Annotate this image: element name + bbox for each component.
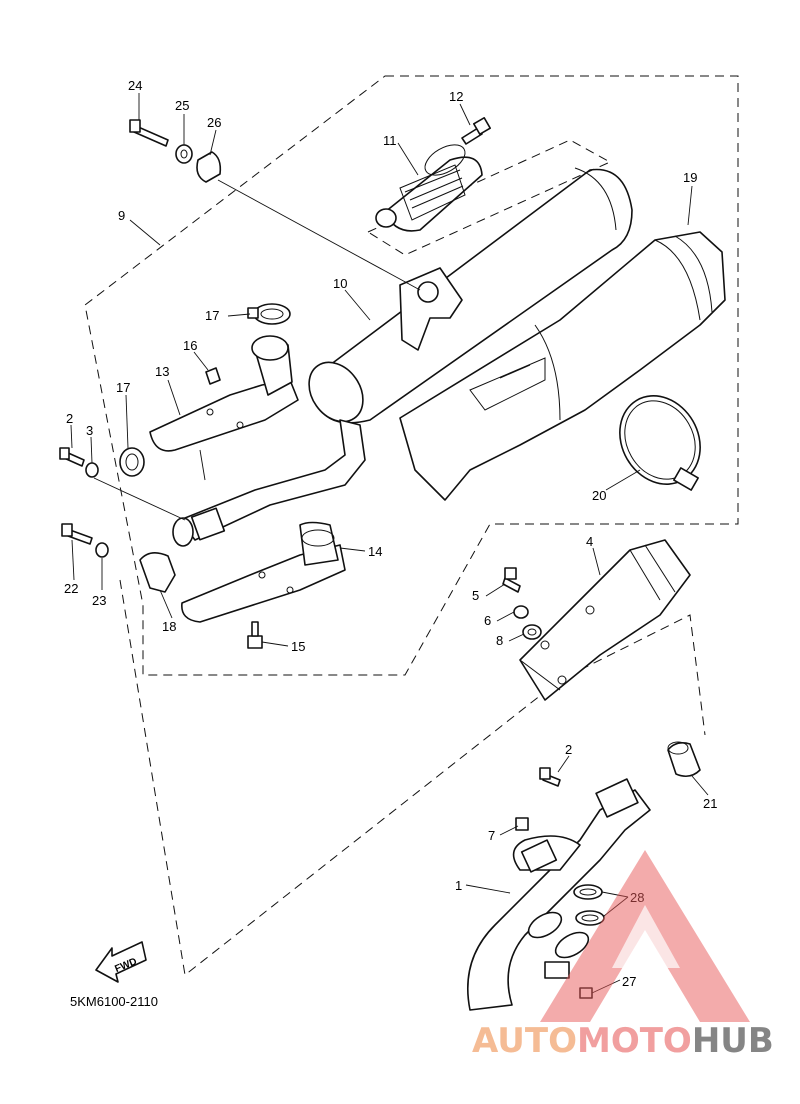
bolt-2-lower-part xyxy=(539,767,561,787)
callout-labels: 24 25 26 12 11 19 9 10 17 16 13 17 2 3 1… xyxy=(64,78,717,989)
clamp-17-top-part xyxy=(247,303,291,325)
washer-3-part xyxy=(85,462,99,478)
watermark-triangle-icon xyxy=(540,850,750,1022)
callout-21: 21 xyxy=(703,796,717,811)
pipe-protector-14-part xyxy=(181,521,346,623)
watermark-text: AUTOMOTOHUB xyxy=(472,1021,774,1061)
watermark: AUTOMOTOHUB xyxy=(472,850,774,1061)
callout-11: 11 xyxy=(383,133,397,148)
tail-cover-part xyxy=(399,231,726,501)
bolt-2-upper-part xyxy=(59,447,85,467)
bolt-7-part xyxy=(515,817,529,831)
clamp-17-left-part xyxy=(119,447,145,477)
washer-25-part xyxy=(175,144,193,164)
washer-23-part xyxy=(95,542,109,558)
collar-26-part xyxy=(196,151,222,183)
callout-25: 25 xyxy=(175,98,189,113)
callout-19: 19 xyxy=(683,170,697,185)
gasket-28-part xyxy=(573,884,605,926)
bolt-15-part xyxy=(247,621,263,649)
callout-18: 18 xyxy=(162,619,176,634)
pipe-protector-13-part xyxy=(149,335,299,452)
muffler-pipe-part xyxy=(172,419,366,547)
callout-6: 6 xyxy=(484,613,491,628)
callout-13: 13 xyxy=(155,364,169,379)
callout-16: 16 xyxy=(183,338,197,353)
spark-arrester-part xyxy=(366,139,612,256)
callout-7: 7 xyxy=(488,828,495,843)
washer-6-part xyxy=(513,605,529,619)
callout-2-lower: 2 xyxy=(565,742,572,757)
callout-23: 23 xyxy=(92,593,106,608)
bracket-18-part xyxy=(139,552,176,593)
catalog-code: 5KM6100-2110 xyxy=(70,994,158,1009)
callout-2-upper: 2 xyxy=(66,411,73,426)
heat-guard-4-part xyxy=(519,539,691,701)
callout-20: 20 xyxy=(592,488,606,503)
callout-22: 22 xyxy=(64,581,78,596)
dashed-assembly-outline-muffler xyxy=(84,75,739,676)
callout-17-left: 17 xyxy=(116,380,130,395)
callout-8: 8 xyxy=(496,633,503,648)
bolt-22-part xyxy=(61,523,93,545)
clamp-20-part xyxy=(619,395,701,491)
callout-17-top: 17 xyxy=(205,308,219,323)
callout-12: 12 xyxy=(449,89,463,104)
muffler-body-part xyxy=(308,167,633,424)
callout-4: 4 xyxy=(586,534,593,549)
nut-16-part xyxy=(205,367,221,385)
callout-3: 3 xyxy=(86,423,93,438)
callout-27: 27 xyxy=(622,974,636,989)
callout-9: 9 xyxy=(118,208,125,223)
callout-10: 10 xyxy=(333,276,347,291)
callout-26: 26 xyxy=(207,115,221,130)
callout-1: 1 xyxy=(455,878,462,893)
exhaust-pipe-1-part xyxy=(467,778,651,1011)
callout-14: 14 xyxy=(368,544,382,559)
fwd-arrow-icon: FWD xyxy=(95,941,147,983)
callout-15: 15 xyxy=(291,639,305,654)
bolt-12-part xyxy=(461,117,491,145)
gasket-21-part xyxy=(667,741,701,778)
bolt-5-part xyxy=(502,567,521,593)
callout-5: 5 xyxy=(472,588,479,603)
bolt-24-part xyxy=(129,119,169,147)
collar-8-part xyxy=(522,624,542,640)
callout-24: 24 xyxy=(128,78,142,93)
